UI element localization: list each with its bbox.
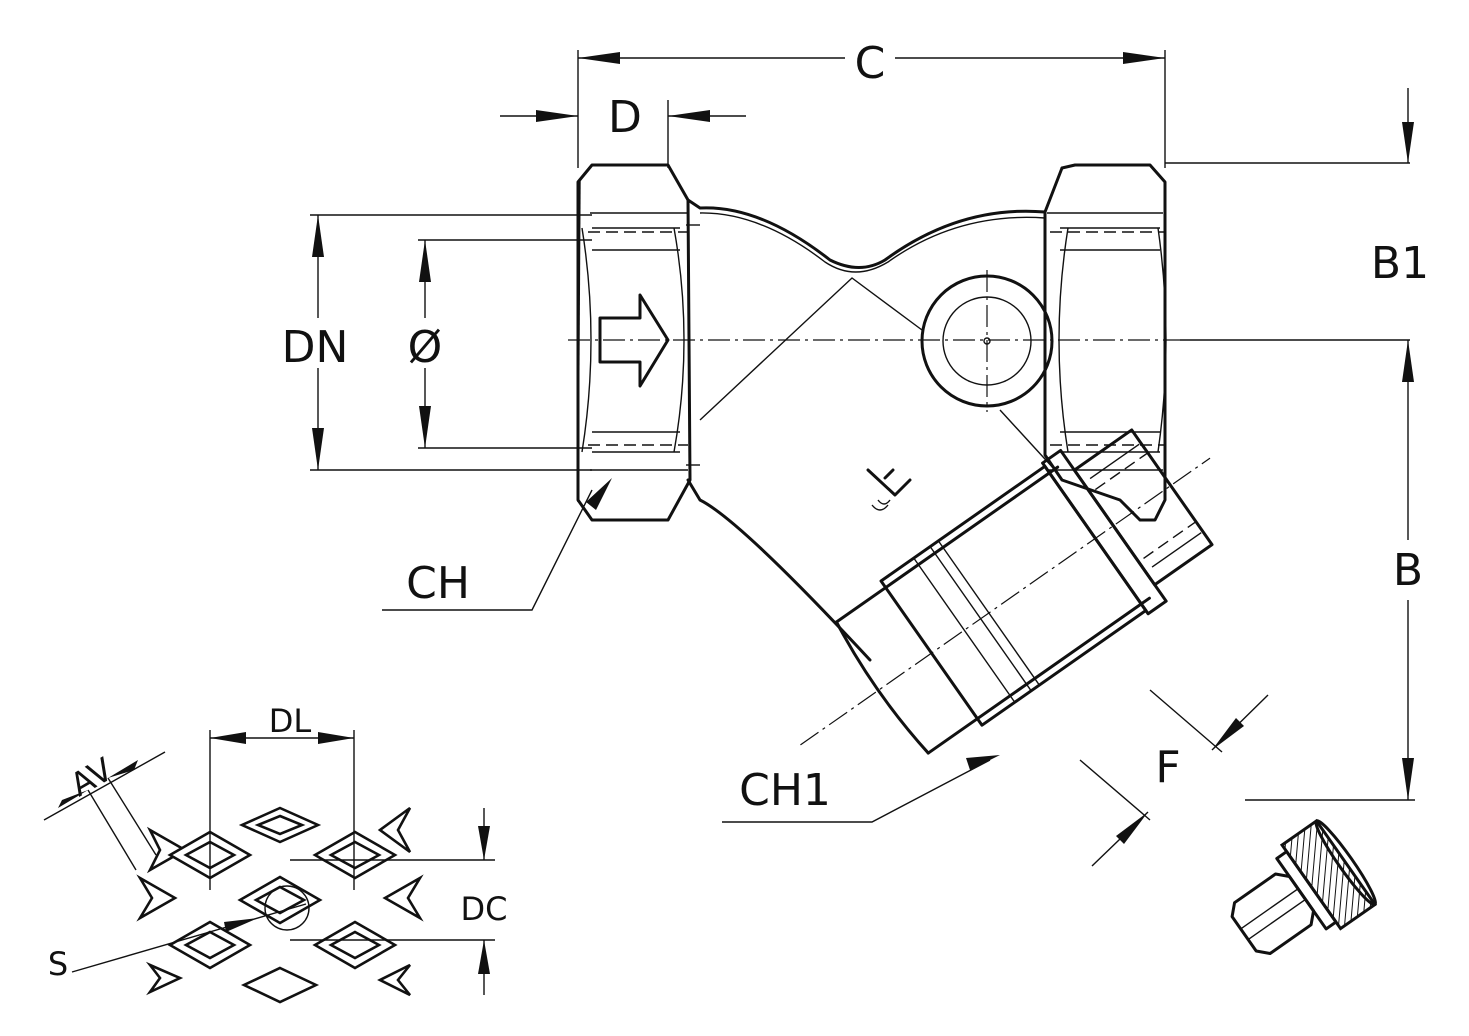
filter-mesh-detail: DL AV DC S <box>43 702 508 1004</box>
dimension-DN: DN <box>282 214 592 471</box>
dim-label-D: D <box>608 92 642 143</box>
dim-label-S: S <box>48 945 68 983</box>
filter-cap-assembly <box>800 428 1214 755</box>
outlet-hex-nut <box>1043 163 1167 522</box>
dimension-B1: B1 <box>1165 88 1429 289</box>
dim-label-DN: DN <box>282 322 349 373</box>
dimension-D: D <box>500 92 746 168</box>
mesh-diamonds <box>136 806 424 1004</box>
drain-plug-boss <box>920 270 1054 412</box>
dim-label-AV: AV <box>64 750 119 804</box>
callout-CH1: CH1 <box>722 755 1000 823</box>
dimension-diameter: Ø <box>408 239 592 449</box>
dim-label-B1: B1 <box>1371 238 1429 289</box>
dim-label-DC: DC <box>461 890 508 928</box>
dimension-C: C <box>577 38 1166 168</box>
drain-cap-3d-view <box>1230 818 1378 955</box>
callout-label-CH1: CH1 <box>739 765 831 816</box>
valve-body <box>568 163 1214 755</box>
dim-label-B: B <box>1393 545 1423 596</box>
dim-label-diameter: Ø <box>408 322 443 373</box>
flow-direction-arrow-icon <box>598 293 670 388</box>
dim-label-C: C <box>855 38 886 89</box>
callout-CH: CH <box>382 478 612 611</box>
dim-label-F: F <box>1155 742 1180 793</box>
dimension-B: B <box>1180 339 1423 801</box>
callout-label-CH: CH <box>406 558 470 609</box>
inlet-hex-nut <box>576 163 700 522</box>
dim-label-DL: DL <box>269 702 312 740</box>
manufacturer-logo-icon <box>866 468 912 511</box>
dimension-F: F <box>1079 689 1269 867</box>
